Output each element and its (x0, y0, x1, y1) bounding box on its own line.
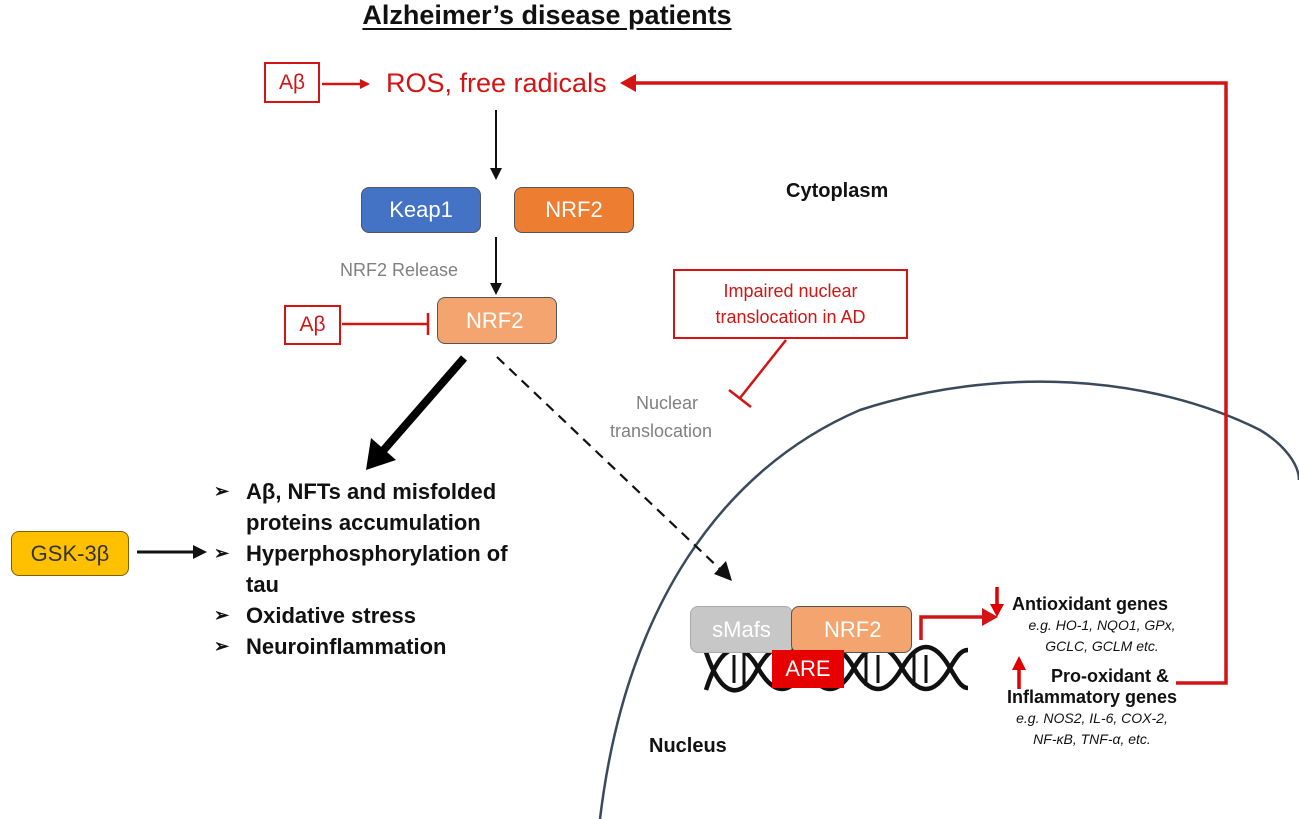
arrowhead-bullet-icon: ➢ (214, 543, 230, 563)
arrowhead-bullet-icon: ➢ (214, 605, 230, 625)
gsk3b-arrowhead (193, 545, 207, 559)
nrf2-to-outcomes-arrow (378, 355, 468, 455)
abeta-box-inhibitor: Aβ (284, 305, 341, 345)
prooxidant-heading-1: Pro-oxidant & (1050, 666, 1169, 686)
impaired-line-2: translocation in AD (715, 307, 866, 327)
dna-rungs (732, 652, 928, 686)
impaired-inhibition-bar (728, 389, 752, 408)
feedback-loop-arrowhead (620, 74, 636, 92)
abeta-box-top: Aβ (264, 62, 320, 103)
impaired-line-1: Impaired nuclear (723, 281, 858, 301)
translocation-arrowhead (714, 561, 732, 581)
antioxidant-examples-1: e.g. HO-1, NQO1, GPx, (1028, 617, 1176, 633)
antioxidant-heading: Antioxidant genes (1012, 594, 1169, 614)
nrf2-nuclear-box: NRF2 (791, 606, 912, 653)
nrf2-to-genes-arrowhead (982, 608, 998, 626)
impaired-inhibition-line (739, 339, 787, 399)
prooxidant-up-head (1012, 656, 1026, 670)
dna-helix (703, 645, 969, 693)
prooxidant-genes: Pro-oxidant & Inflammatory genes e.g. NO… (997, 666, 1187, 750)
arrowhead-bullet-icon: ➢ (214, 481, 230, 501)
nrf2-box: NRF2 (514, 187, 634, 233)
nrf2-released-box: NRF2 (437, 297, 557, 344)
nuclear-translocation-line-2: translocation (610, 421, 713, 441)
antioxidant-examples-2: GCLC, GCLM etc. (1045, 638, 1159, 654)
arrowhead-bullet-icon: ➢ (214, 636, 230, 656)
translocation-dashed-arrow (496, 356, 724, 573)
impaired-translocation-box: Impaired nuclear translocation in AD (673, 269, 908, 339)
outcome-item: ➢Oxidative stress (214, 600, 508, 631)
prooxidant-examples-1: e.g. NOS2, IL-6, COX-2, (1016, 710, 1168, 726)
nucleus-label: Nucleus (649, 735, 727, 757)
outcome-item: ➢Neuroinflammation (214, 631, 508, 662)
nuclear-translocation-line-1: Nuclear (636, 393, 699, 413)
ros-label: ROS, free radicals (386, 68, 607, 98)
nrf2-to-outcomes-arrowhead (366, 438, 396, 470)
cytoplasm-label: Cytoplasm (786, 180, 889, 202)
prooxidant-examples-2: NF-κB, TNF-α, etc. (1033, 731, 1151, 747)
keap1-box: Keap1 (361, 187, 481, 233)
gsk3b-box: GSK-3β (11, 531, 129, 576)
page-title: Alzheimer’s disease patients (362, 0, 732, 30)
feedback-loop-arrow (635, 81, 1228, 685)
nrf2-to-genes-arrow (919, 615, 985, 640)
nrf2-release-label: NRF2 Release (340, 260, 459, 280)
smafs-box: sMafs (690, 606, 793, 653)
antioxidant-genes: Antioxidant genes e.g. HO-1, NQO1, GPx, … (1004, 594, 1200, 657)
are-box: ARE (772, 650, 844, 688)
prooxidant-heading-2: Inflammatory genes (1006, 687, 1178, 707)
antioxidant-down-head (990, 604, 1004, 617)
nucleus-membrane (598, 380, 1299, 819)
